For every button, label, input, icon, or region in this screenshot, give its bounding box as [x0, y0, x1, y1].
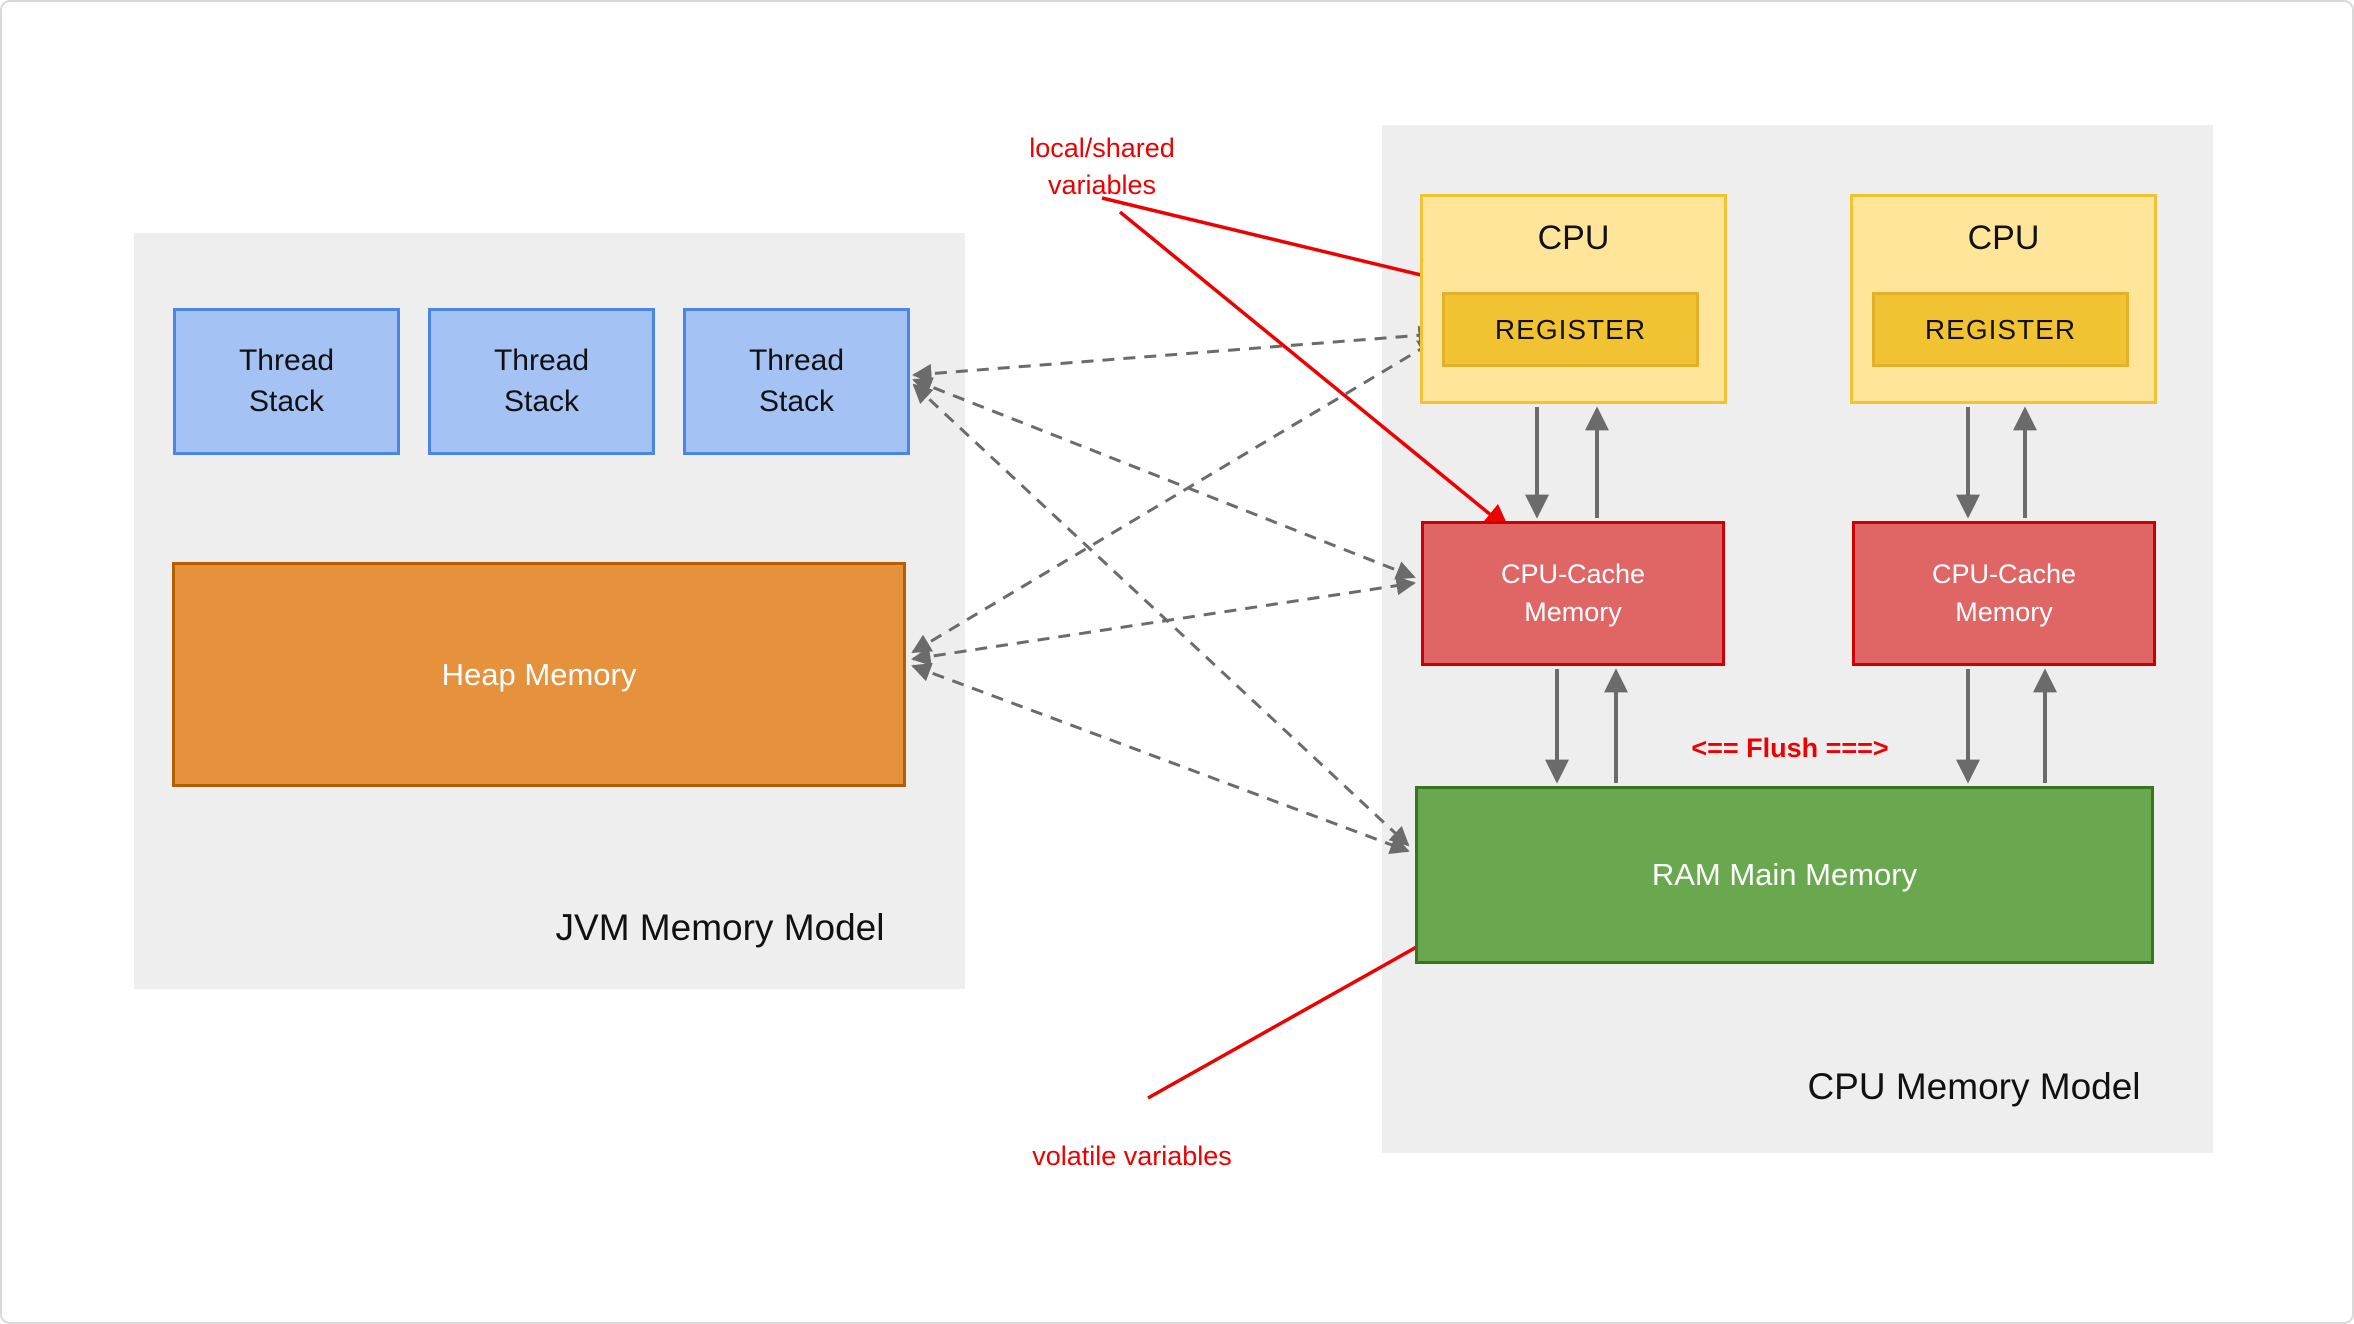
register-label: REGISTER [1924, 313, 2077, 345]
cpu-panel-title: CPU Memory Model [1807, 1066, 2141, 1107]
register-label: REGISTER [1494, 313, 1647, 345]
dashed-arrow-heap-cache [911, 575, 1416, 667]
heap-memory-label: Heap Memory [441, 656, 637, 692]
thread-stack-label: Thread Stack [748, 344, 845, 418]
dashed-arrow-heap-register [911, 338, 1438, 654]
thread-stack-box-1: Thread Stack [173, 308, 400, 455]
thread-stack-box-3: Thread Stack [683, 308, 910, 455]
dashed-arrow-thread-register [912, 325, 1438, 384]
register-box-right: REGISTER [1872, 292, 2129, 367]
cpu-cache-box-left: CPU-Cache Memory [1421, 521, 1725, 666]
ram-main-memory-label: RAM Main Memory [1651, 857, 1918, 892]
thread-stack-label: Thread Stack [238, 344, 335, 418]
heap-memory-box: Heap Memory [172, 562, 906, 787]
volatile-variables-label: volatile variables [1032, 1141, 1232, 1172]
thread-stack-box-2: Thread Stack [428, 308, 655, 455]
dashed-arrow-thread-cache [912, 377, 1416, 580]
dashed-arrow-heap-ram [911, 663, 1410, 854]
dashed-arrow-thread-ram [912, 383, 1410, 847]
ram-main-memory-box: RAM Main Memory [1415, 786, 2154, 964]
cpu-label: CPU [1967, 219, 2040, 257]
flush-label: <== Flush ===> [1691, 733, 1889, 763]
thread-stack-label: Thread Stack [493, 344, 590, 418]
cpu-cache-label: CPU-Cache Memory [1500, 558, 1646, 627]
local-shared-variables-label: local/shared variables [1029, 133, 1175, 200]
cpu-label: CPU [1537, 219, 1610, 257]
cpu-cache-label: CPU-Cache Memory [1931, 558, 2077, 627]
cpu-cache-box-right: CPU-Cache Memory [1852, 521, 2156, 666]
register-box-left: REGISTER [1442, 292, 1699, 367]
jvm-panel-title: JVM Memory Model [555, 907, 885, 948]
